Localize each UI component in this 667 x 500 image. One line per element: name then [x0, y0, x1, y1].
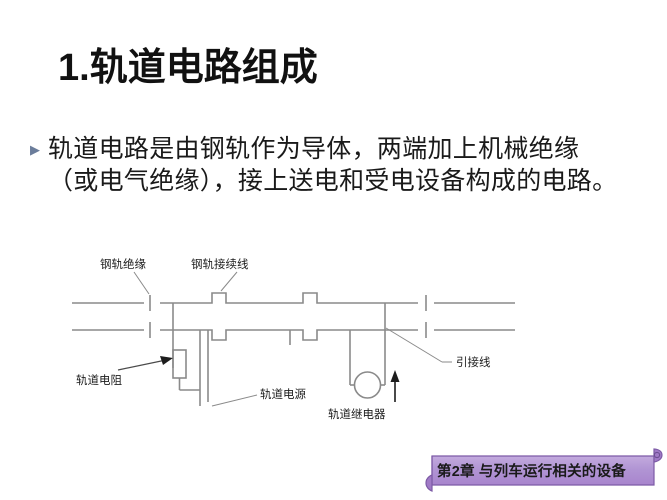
top-rail-main-with-bond-bumps	[160, 292, 418, 304]
footer-ribbon-banner	[424, 447, 667, 493]
rail-insulation-leader	[133, 271, 150, 295]
relay-pointer-arrow	[390, 370, 400, 402]
bullet-triangle-icon: ▶	[30, 142, 40, 157]
ribbon-right-curl-spiral	[653, 451, 661, 459]
label-rail-insulation: 钢轨绝缘	[100, 257, 146, 271]
track-relay-symbol	[353, 371, 382, 399]
page-title: 1.轨道电路组成	[58, 47, 318, 89]
label-track-power-supply: 轨道电源	[260, 387, 306, 401]
label-track-resistor: 轨道电阻	[76, 373, 122, 387]
lead-wire-leader	[385, 327, 443, 363]
label-track-relay: 轨道继电器	[328, 407, 386, 421]
body-paragraph-text: 轨道电路是由钢轨作为导体，两端加上机械绝缘（或电气绝缘），接上送电和受电设备构成…	[48, 135, 618, 195]
label-lead-wire: 引接线	[456, 355, 491, 369]
footer-chapter-title: 第2章 与列车运行相关的设备	[437, 464, 626, 480]
ribbon-left-curl	[425, 456, 433, 492]
rail-bond-wire-leader	[220, 271, 238, 292]
track-power-supply-leader	[211, 394, 258, 407]
label-rail-bond-wire: 钢轨接续线	[191, 257, 249, 271]
bottom-rail-main-with-bond-bumps	[160, 329, 418, 341]
bullet-paragraph-block: ▶ 轨道电路是由钢轨作为导体，两端加上机械绝缘（或电气绝缘），接上送电和受电设备…	[30, 133, 630, 197]
track-circuit-diagram: 钢轨绝缘 钢轨接续线 轨道电阻 轨道电源 轨道继电器 引接线	[60, 250, 620, 430]
track-resistor-symbol	[172, 349, 187, 379]
track-resistor-leader	[117, 356, 173, 371]
